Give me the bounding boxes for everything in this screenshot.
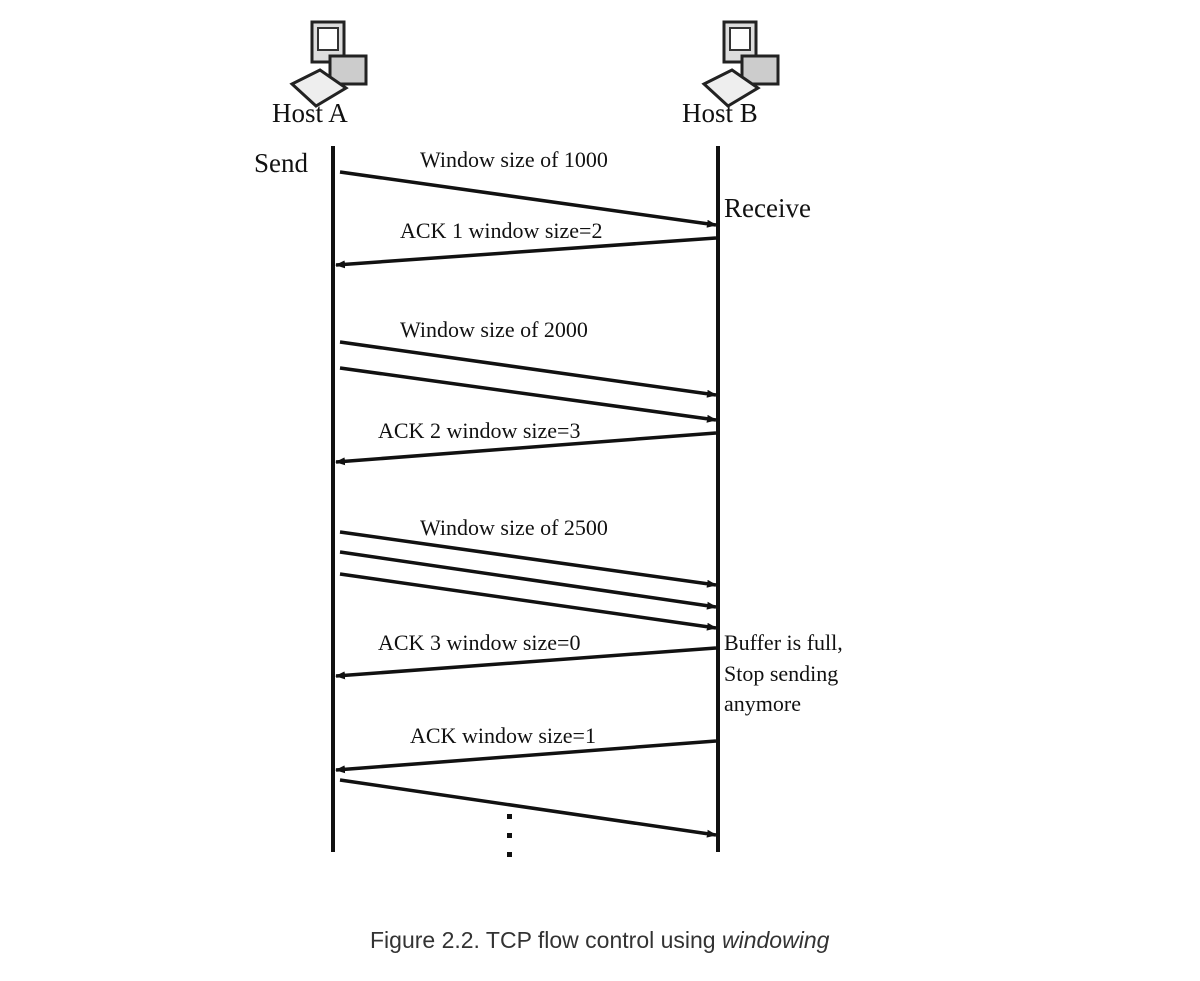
- host-a-label: Host A: [272, 98, 348, 128]
- continuation-dots: [507, 814, 512, 857]
- segment-arrow: [339, 366, 717, 423]
- segment-arrow: [339, 340, 717, 398]
- message-label: ACK 2 window size=3: [378, 418, 580, 443]
- host-b-label: Host B: [682, 98, 758, 128]
- segment-arrow: [339, 572, 717, 631]
- ack-arrow: [335, 236, 717, 269]
- message-label: Window size of 2000: [400, 317, 588, 342]
- message-label: Window size of 1000: [420, 147, 608, 172]
- buffer-note-line: Stop sending: [724, 661, 838, 686]
- segment-arrow: [339, 530, 717, 588]
- figure-caption: Figure 2.2. TCP flow control using windo…: [370, 927, 830, 953]
- ack-arrow: [335, 431, 717, 466]
- ack-arrow: [335, 646, 717, 680]
- segment-arrow: [339, 550, 717, 610]
- buffer-note-line: anymore: [724, 691, 801, 716]
- caption-emphasis: windowing: [722, 927, 830, 953]
- send-label: Send: [254, 148, 309, 178]
- host-a-computer-icon: [289, 20, 368, 108]
- message-label: Window size of 2500: [420, 515, 608, 540]
- caption-prefix: Figure 2.2. TCP flow control using: [370, 927, 722, 953]
- message-label: ACK 3 window size=0: [378, 630, 580, 655]
- message-label: ACK 1 window size=2: [400, 218, 602, 243]
- message-label: ACK window size=1: [410, 723, 596, 748]
- buffer-note-line: Buffer is full,: [724, 630, 843, 655]
- segment-arrow: [339, 778, 717, 838]
- host-b-computer-icon: [701, 20, 780, 108]
- ack-arrow: [335, 739, 717, 774]
- segment-arrow: [339, 170, 717, 228]
- receive-label: Receive: [724, 193, 811, 223]
